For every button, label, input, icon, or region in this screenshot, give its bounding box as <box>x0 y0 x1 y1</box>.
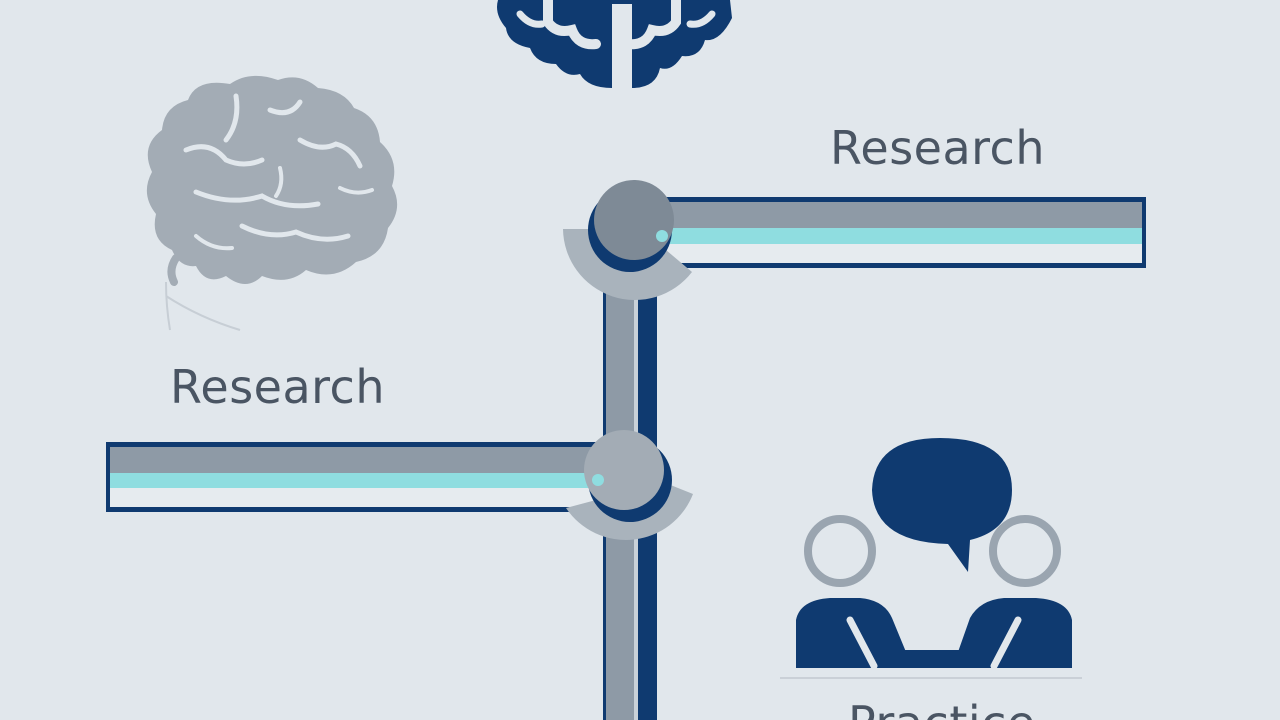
conversation-icon <box>780 438 1082 679</box>
research-label-left: Research <box>170 360 385 414</box>
lower-joint <box>566 430 693 540</box>
upper-joint <box>563 180 692 301</box>
left-brain-icon <box>146 75 398 331</box>
practice-label: Practice <box>848 700 1036 720</box>
top-brain-icon <box>497 0 732 88</box>
research-label-right: Research <box>830 121 1045 175</box>
left-bar <box>106 442 620 512</box>
upper-right-bar <box>640 197 1146 268</box>
